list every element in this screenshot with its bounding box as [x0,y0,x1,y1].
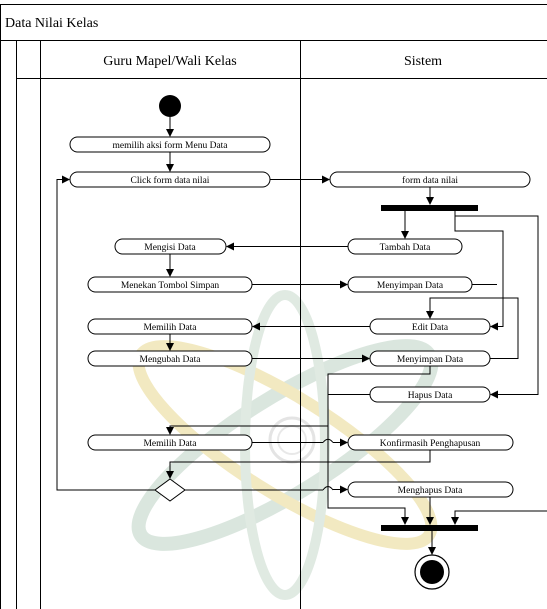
svg-text:Mengubah Data: Mengubah Data [140,355,202,365]
action-form-data-nilai: form data nilai [329,171,531,188]
svg-text:Konfirmasih Penghapusan: Konfirmasih Penghapusan [380,438,481,449]
svg-text:Click form data nilai: Click form data nilai [131,175,210,186]
svg-text:memilih aksi form Menu Data: memilih aksi form Menu Data [112,140,228,151]
action-menyimpan-data-1: Menyimpan Data [347,276,473,293]
svg-text:Menyimpan Data: Menyimpan Data [377,281,444,291]
lane-header-sistem: Sistem [404,54,442,69]
fork-bar [381,205,478,211]
svg-text:Hapus Data: Hapus Data [408,391,453,401]
svg-text:Memilih Data: Memilih Data [143,439,197,449]
action-memilih-aksi: memilih aksi form Menu Data [69,136,271,153]
action-hapus-data: Hapus Data [369,386,491,403]
action-menekan-tombol-simpan: Menekan Tombol Simpan [87,276,253,293]
diagram-title: Data Nilai Kelas [5,16,98,31]
action-memilih-data-2: Memilih Data [87,434,253,451]
svg-text:Memilih Data: Memilih Data [143,323,197,333]
svg-text:Menekan Tombol Simpan: Menekan Tombol Simpan [121,281,220,291]
action-edit-data: Edit Data [369,318,491,335]
action-menghapus-data: Menghapus Data [347,481,514,498]
svg-text:Mengisi Data: Mengisi Data [144,243,196,253]
action-mengubah-data: Mengubah Data [87,350,253,367]
svg-text:Menghapus Data: Menghapus Data [398,486,463,496]
control-flows [56,117,547,555]
diagram-frame [0,4,547,609]
final-node [414,554,450,590]
action-mengisi-data: Mengisi Data [114,238,227,255]
action-click-form: Click form data nilai [69,171,271,188]
svg-text:Menyimpan Data: Menyimpan Data [397,355,464,365]
lane-header-guru: Guru Mapel/Wali Kelas [103,54,236,69]
action-tambah-data: Tambah Data [347,238,463,255]
join-bar [381,525,478,531]
initial-node [159,95,181,117]
svg-text:Tambah Data: Tambah Data [380,243,432,253]
action-memilih-data-1: Memilih Data [87,318,253,335]
action-konfirmasi-penghapusan: Konfirmasih Penghapusan [347,434,514,451]
svg-text:Edit Data: Edit Data [412,323,449,333]
svg-text:form data nilai: form data nilai [402,175,458,186]
action-menyimpan-data-2: Menyimpan Data [369,350,491,367]
decision-diamond [154,478,186,502]
